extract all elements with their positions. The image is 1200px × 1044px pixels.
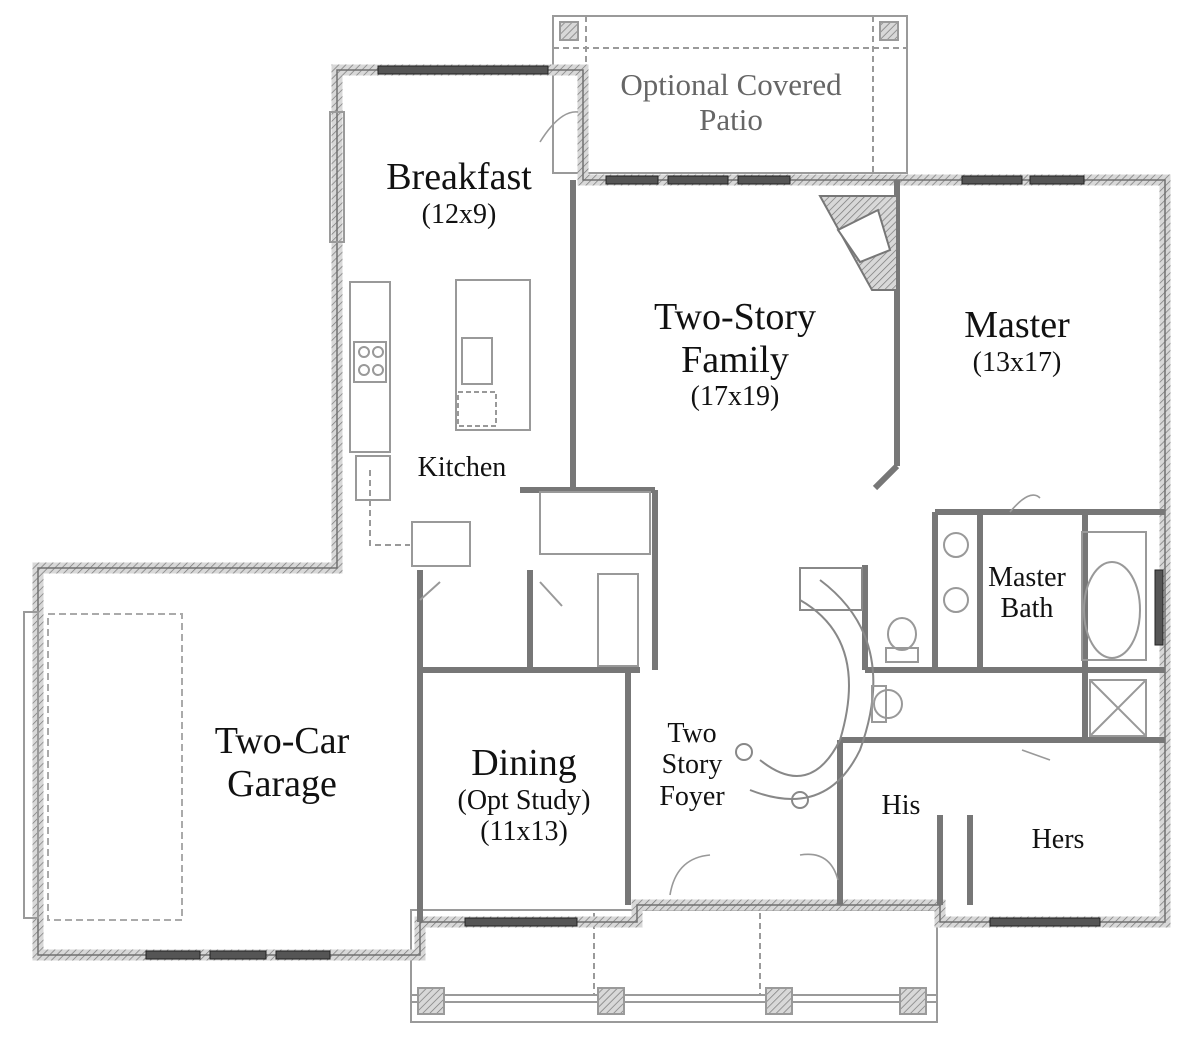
bay-windows bbox=[23, 111, 345, 919]
foyer-line2: Story bbox=[661, 749, 723, 781]
breakfast-label: Breakfast (12x9) bbox=[364, 156, 554, 230]
foyer-label: Two Story Foyer bbox=[640, 718, 744, 812]
garage-label: Two-Car Garage bbox=[182, 720, 382, 805]
dining-dims: (11x13) bbox=[480, 815, 568, 847]
door-swings bbox=[539, 111, 1051, 896]
his-label: His bbox=[866, 790, 936, 821]
foyer-line1: Two bbox=[667, 718, 717, 749]
windows bbox=[145, 65, 1164, 960]
patio-label-line1: Optional Covered bbox=[620, 67, 842, 102]
kitchen-label: Kitchen bbox=[402, 452, 522, 483]
foyer-line3: Foyer bbox=[659, 780, 725, 812]
dining-alt: (Opt Study) bbox=[457, 784, 591, 816]
family-dims: (17x19) bbox=[690, 381, 780, 413]
family-label: Two-Story Family (17x19) bbox=[630, 296, 840, 412]
family-line2: Family bbox=[681, 338, 789, 381]
master-bath-line1: Master bbox=[988, 562, 1066, 593]
covered-patio bbox=[552, 15, 908, 174]
master-label: Master (13x17) bbox=[936, 304, 1098, 378]
hers-label: Hers bbox=[1016, 824, 1100, 855]
garage-line2: Garage bbox=[227, 762, 337, 805]
patio-label-line2: Patio bbox=[699, 101, 763, 137]
patio-label: Optional Covered Patio bbox=[600, 67, 862, 137]
front-porch bbox=[410, 909, 938, 1023]
dining-label: Dining (Opt Study) (11x13) bbox=[436, 742, 612, 847]
family-line1: Two-Story bbox=[653, 296, 816, 338]
kitchen-name: Kitchen bbox=[417, 452, 507, 483]
master-dims: (13x17) bbox=[972, 346, 1062, 378]
master-bath-label: Master Bath bbox=[972, 562, 1082, 625]
curved-staircase bbox=[735, 567, 875, 809]
garage-parking-outline bbox=[47, 613, 183, 921]
utility-fixtures bbox=[419, 491, 651, 667]
breakfast-name: Breakfast bbox=[386, 156, 532, 198]
kitchen-fixtures bbox=[349, 279, 531, 567]
hers-name: Hers bbox=[1031, 824, 1085, 855]
master-bath-line2: Bath bbox=[1000, 593, 1054, 625]
master-name: Master bbox=[964, 304, 1070, 346]
dining-name: Dining bbox=[471, 742, 577, 784]
garage-line1: Two-Car bbox=[214, 720, 350, 762]
his-name: His bbox=[881, 790, 921, 821]
bath-fixtures bbox=[871, 531, 1147, 737]
breakfast-dims: (12x9) bbox=[421, 198, 497, 230]
fireplace bbox=[818, 195, 898, 291]
